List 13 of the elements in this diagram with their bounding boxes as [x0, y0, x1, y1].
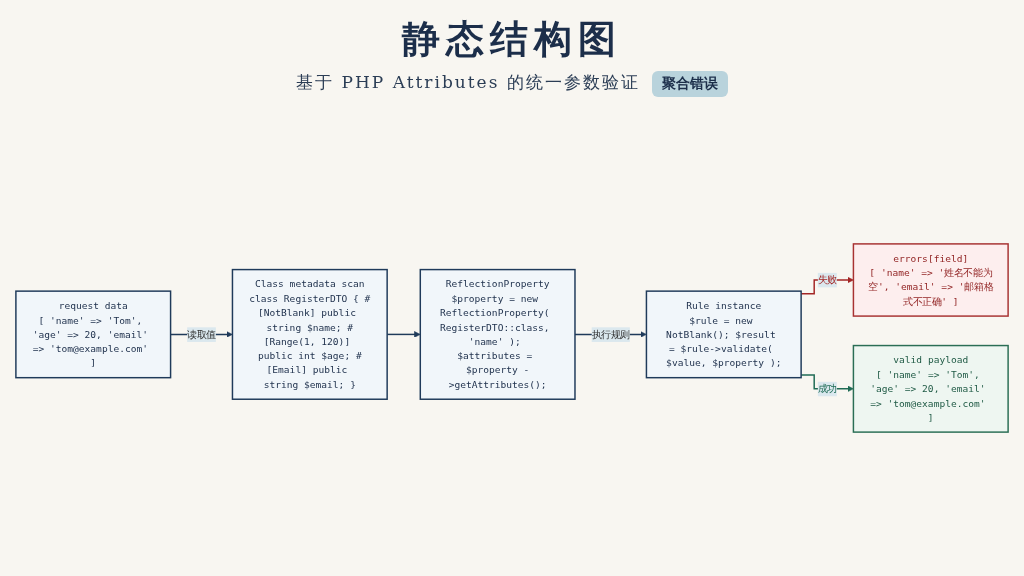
edge-label: 读取值: [187, 328, 216, 340]
title: 静态结构图: [402, 15, 622, 63]
edge-label: 执行规则: [591, 328, 630, 340]
edge-label: 失败: [817, 274, 837, 286]
subtitle: 基于 PHP Attributes 的统一参数验证: [296, 71, 640, 94]
note-tag: 聚合错误: [651, 71, 728, 97]
node-box: Class metadata scan class RegisterDTO { #[NotBlank] public string $name; #[Range(1, 120)] public int $age; #[Email] public string $email; }: [231, 268, 388, 400]
edge-label: 成功: [817, 383, 837, 395]
node-box: ReflectionProperty $property = new ReflectionProperty( RegisterDTO::class, 'name' ); $attributes = $property ->getAttributes();: [419, 268, 576, 400]
node-box: request data [ 'name' => 'Tom', 'age' => 20, 'email' => 'tom@example.com' ]: [15, 290, 172, 379]
node-box: Rule instance $rule = new NotBlank(); $result = $rule->validate( $value, $property );: [645, 290, 802, 379]
node-box: valid payload [ 'name' => 'Tom', 'age' => 20, 'email' => 'tom@example.com' ]: [852, 344, 1009, 433]
node-box: errors[field] [ 'name' => '姓名不能为空', 'email' => '邮箱格式不正确' ]: [852, 243, 1009, 317]
